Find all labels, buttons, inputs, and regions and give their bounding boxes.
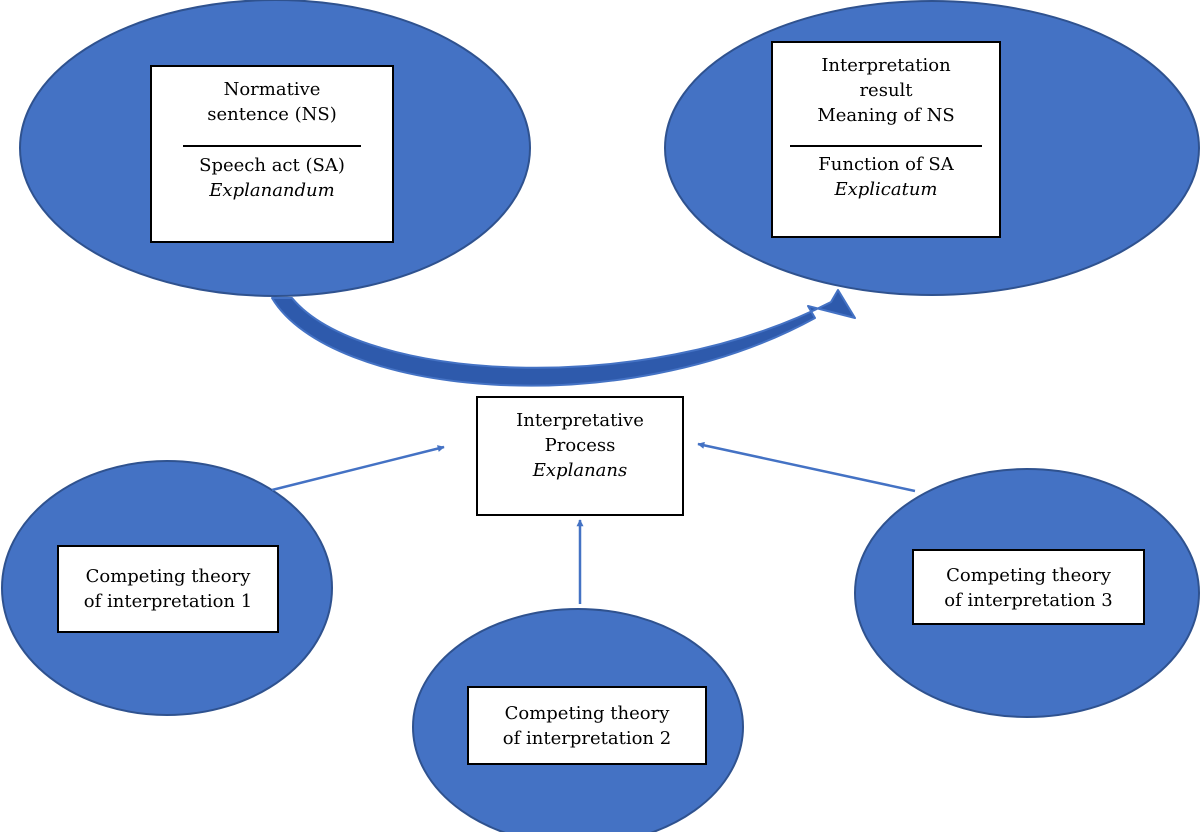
competing-theory-2-line-2: of interpretation 2 [502,728,672,749]
speech-act-label: Speech act (SA) [199,155,345,176]
competing-theory-1-box: Competing theory of interpretation 1 [57,545,279,633]
explanandum-label: Explanandum [209,180,335,201]
competing-theory-3-box: Competing theory of interpretation 3 [912,549,1145,625]
arrow-theory3-to-process [697,441,916,493]
interpretation-result-box: Interpretation result Meaning of NS Func… [771,41,1001,238]
interpretation-result-line-2: result [859,80,913,101]
interpretation-result-divider [790,145,982,147]
interpretative-process-line-2: Process [544,435,616,456]
competing-theory-1-line-1: Competing theory [85,566,251,587]
arrow-theory1-to-process [271,445,445,492]
competing-theory-2-box: Competing theory of interpretation 2 [467,686,707,765]
interpretative-process-box: Interpretative Process Explanans [476,396,684,516]
interpretative-process-line-1: Interpretative [516,410,644,431]
competing-theory-3-line-2: of interpretation 3 [944,590,1113,611]
function-of-sa-label: Function of SA [818,154,954,175]
normative-sentence-divider [183,145,361,147]
normative-sentence-line-1: Normative [223,79,321,100]
normative-sentence-box: Normative sentence (NS) Speech act (SA) … [150,65,394,243]
explicatum-label: Explicatum [834,179,938,200]
interpretation-result-line-3: Meaning of NS [817,105,955,126]
competing-theory-1-line-2: of interpretation 1 [83,591,253,612]
explanans-label: Explanans [532,460,628,481]
competing-theory-2-line-1: Competing theory [504,703,670,724]
normative-sentence-line-2: sentence (NS) [207,104,337,125]
interpretation-result-line-1: Interpretation [821,55,951,76]
curved-arrow [271,289,856,387]
competing-theory-3-line-1: Competing theory [946,565,1111,586]
